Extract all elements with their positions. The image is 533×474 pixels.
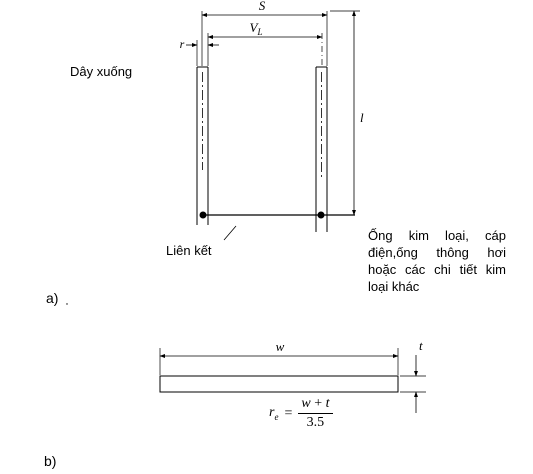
formula-denominator: 3.5 <box>306 415 325 430</box>
label-day-xuong: Dây xuống <box>70 64 133 79</box>
right-metal-pipe <box>315 66 328 232</box>
dimension-w-label: w <box>276 339 285 354</box>
formula-equals: = <box>284 405 293 421</box>
lien-ket-leader <box>223 225 237 241</box>
left-down-conductor <box>196 66 209 225</box>
dimension-s-label: S <box>259 0 266 13</box>
figure-a: S VL r l <box>66 0 364 305</box>
dimension-t-label: t <box>419 338 423 353</box>
formula-fraction: w + t 3.5 <box>298 396 333 431</box>
dimension-r-label: r <box>180 37 185 51</box>
figure-b: w t <box>159 338 426 413</box>
stray-mark <box>66 303 68 305</box>
formula-numerator: w + t <box>298 396 333 414</box>
label-ong-kim-loai: Ống kim loại, cáp điện,ống thông hơi hoặ… <box>368 228 506 294</box>
label-lien-ket: Liên kết <box>166 243 212 258</box>
formula-re: re = w + t 3.5 <box>269 396 333 431</box>
caption-a: a) <box>46 290 59 306</box>
bond-point-left <box>199 211 207 219</box>
flat-strip <box>159 375 399 393</box>
formula-lhs: re <box>269 405 279 422</box>
dimension-l-label: l <box>360 110 364 125</box>
caption-b: b) <box>44 453 57 469</box>
bond-point-right <box>317 211 325 219</box>
dimension-vl-label: VL <box>250 20 263 37</box>
